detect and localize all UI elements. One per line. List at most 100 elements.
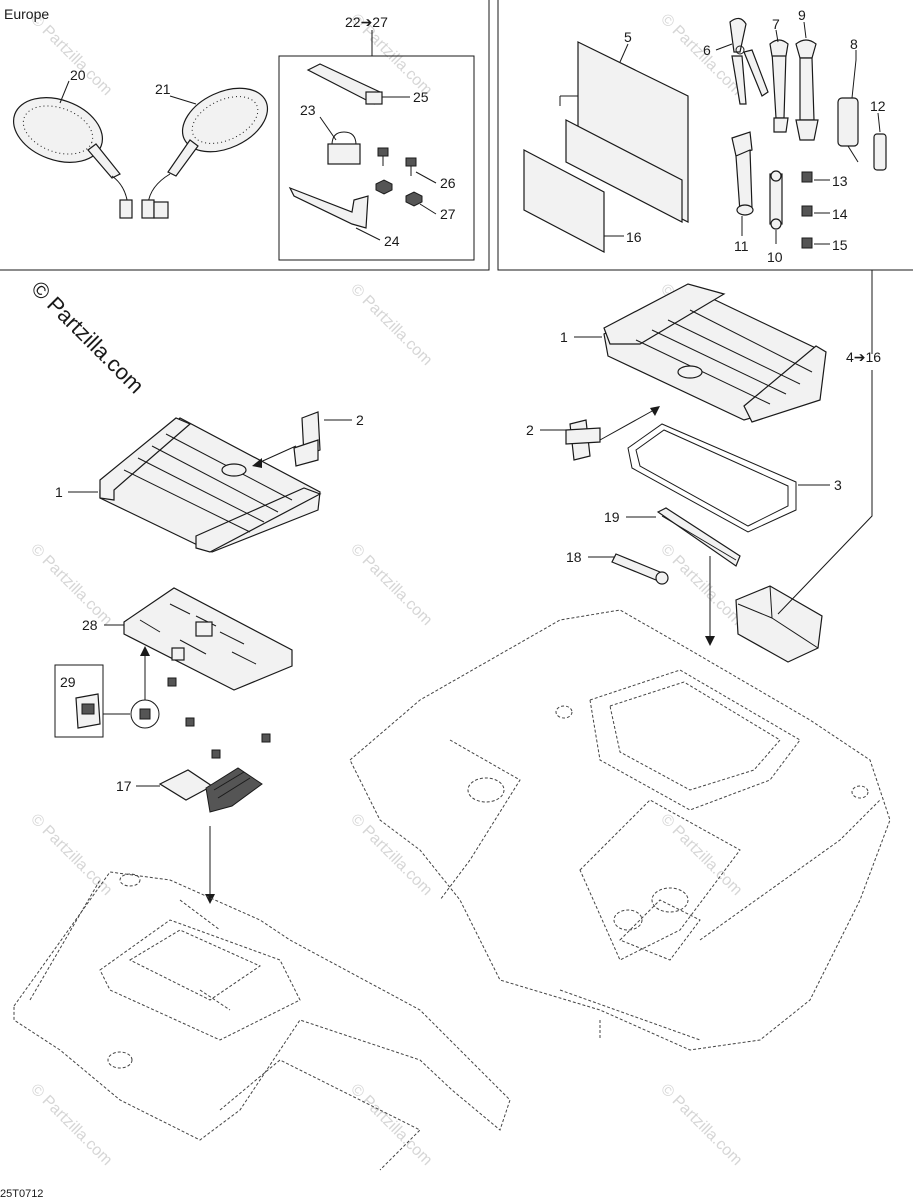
watermark: © Partzilla.com xyxy=(27,1081,115,1169)
latch-left-2 xyxy=(293,411,321,467)
region-label: Europe xyxy=(4,6,49,22)
rack-right-1 xyxy=(603,283,827,423)
rack-left-1 xyxy=(99,417,322,553)
callout-26: 26 xyxy=(440,175,456,191)
watermark: © Partzilla.com xyxy=(27,11,115,99)
callout-2a: 2 xyxy=(356,412,364,428)
wrench-18 xyxy=(611,553,669,585)
watermark: © Partzilla.com xyxy=(347,541,435,629)
spark-wrench-11 xyxy=(731,131,754,216)
nuts-27 xyxy=(375,179,423,207)
hardware-kit-box xyxy=(278,55,475,261)
mirror-right xyxy=(141,87,269,219)
leader-5 xyxy=(619,43,629,63)
screwdriver-8 xyxy=(837,59,859,163)
watermark: © Partzilla.com xyxy=(27,541,115,629)
callout-24: 24 xyxy=(384,233,400,249)
manual-5 xyxy=(559,41,689,223)
strap-25 xyxy=(306,63,383,105)
bar-10 xyxy=(769,170,783,230)
callout-5: 5 xyxy=(624,29,632,45)
callout-20: 20 xyxy=(70,67,86,83)
watermark: © Partzilla.com xyxy=(657,811,745,899)
wrench-9 xyxy=(795,39,819,141)
bolts-26 xyxy=(377,147,417,176)
callout-8: 8 xyxy=(850,36,858,52)
callout-29: 29 xyxy=(60,674,76,690)
callout-18: 18 xyxy=(566,549,582,565)
card-16 xyxy=(523,149,605,253)
callout-15: 15 xyxy=(832,237,848,253)
callout-9: 9 xyxy=(798,7,806,23)
arrowhead xyxy=(650,406,660,416)
section-borders xyxy=(0,0,913,738)
callout-11: 11 xyxy=(734,238,749,254)
callout-14: 14 xyxy=(832,206,848,222)
leader-4to16-bottom xyxy=(777,370,873,615)
callout-1a: 1 xyxy=(55,484,63,500)
drawing-code: 25T0712 xyxy=(0,1188,43,1200)
top-left-border xyxy=(0,0,490,271)
callout-3: 3 xyxy=(834,477,842,493)
callout-7: 7 xyxy=(772,16,780,32)
watermark: © Partzilla.com xyxy=(347,1081,435,1169)
watermark: © Partzilla.com xyxy=(347,281,435,369)
callout-17: 17 xyxy=(116,778,132,794)
watermark: © Partzilla.com xyxy=(27,811,115,899)
clips-scattered xyxy=(167,677,271,759)
arrowhead xyxy=(705,636,715,646)
bracket-24 xyxy=(288,186,369,229)
leader-21 xyxy=(169,95,197,105)
callout-4to16: 4➔16 xyxy=(846,349,881,365)
callout-22to27: 22➔27 xyxy=(345,14,388,30)
callout-1b: 1 xyxy=(560,329,568,345)
hinge-17 xyxy=(158,767,263,813)
leader-6 xyxy=(715,43,733,51)
bracket-19 xyxy=(656,507,741,567)
callout-19: 19 xyxy=(604,509,620,525)
latch-right-2 xyxy=(565,419,601,461)
callout-27: 27 xyxy=(440,206,456,222)
bit-12 xyxy=(873,133,887,171)
wrench-7 xyxy=(769,39,789,133)
pliers-6 xyxy=(729,17,769,105)
fuses-13-15 xyxy=(801,171,813,249)
callout-2b: 2 xyxy=(526,422,534,438)
fender-left xyxy=(13,871,511,1171)
base-plate-28 xyxy=(123,587,293,691)
callout-28: 28 xyxy=(82,617,98,633)
toolkit-bag xyxy=(735,585,823,663)
clip-small xyxy=(139,708,151,720)
clip-detail-box xyxy=(54,664,104,738)
leader-12 xyxy=(877,112,881,133)
arrowhead xyxy=(252,458,262,468)
seal-3 xyxy=(627,423,797,533)
watermark: © Partzilla.com xyxy=(657,1081,745,1169)
callout-12: 12 xyxy=(870,98,886,114)
lock-23 xyxy=(327,131,361,165)
top-right-border xyxy=(497,0,913,271)
mirror-left xyxy=(12,97,133,219)
leader-26 xyxy=(415,171,437,184)
callout-21: 21 xyxy=(155,81,171,97)
callout-13: 13 xyxy=(832,173,848,189)
callout-16: 16 xyxy=(626,229,642,245)
leader-7 xyxy=(775,29,779,43)
arrow-2b xyxy=(599,409,655,441)
arrow-2a xyxy=(255,445,297,465)
leader-9 xyxy=(803,21,807,39)
callout-10: 10 xyxy=(767,249,783,265)
callout-23: 23 xyxy=(300,102,316,118)
clip-29 xyxy=(75,693,101,729)
leader-23 xyxy=(319,116,337,141)
watermark: © Partzilla.com xyxy=(347,811,435,899)
leader-24 xyxy=(355,227,381,241)
callout-6: 6 xyxy=(703,42,711,58)
callout-25: 25 xyxy=(413,89,429,105)
leader-20 xyxy=(59,80,70,104)
leader-27 xyxy=(419,203,437,215)
watermark-main: © Partzilla.com xyxy=(26,276,149,399)
fender-right xyxy=(349,609,891,1051)
arrowhead xyxy=(140,646,150,656)
